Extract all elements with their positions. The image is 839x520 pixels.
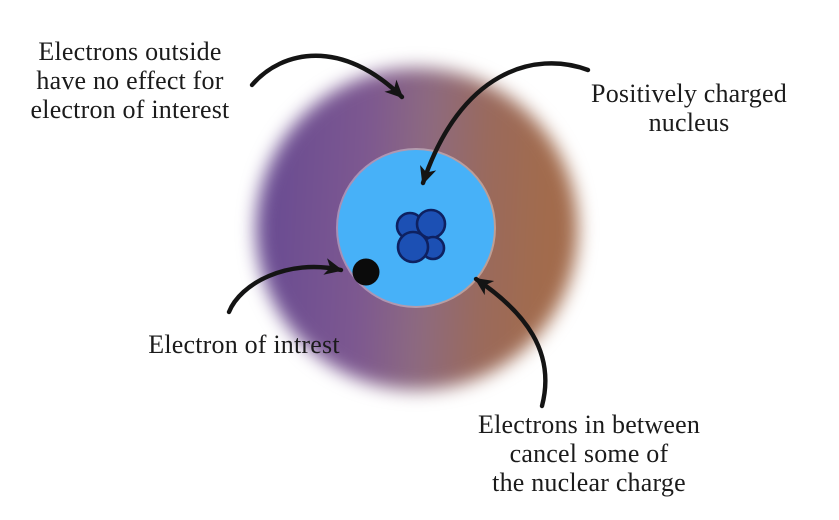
nucleus [395,208,447,264]
electron-of-interest-dot [352,258,380,286]
label-line: electron of interest [30,95,230,124]
label-outer-electrons: Electrons outside have no effect for ele… [10,37,250,124]
arrow-electron-icon [226,258,344,315]
label-line: Positively charged [591,79,787,108]
label-line: cancel some of [509,439,669,468]
arrow-outer-shell-icon [249,53,405,100]
label-line: Electron of intrest [148,330,340,359]
arrow-nucleus-icon [420,61,591,186]
label-line: have no effect for [36,66,224,95]
label-electron-of-interest: Electron of intrest [124,330,364,359]
label-line: the nuclear charge [492,468,686,497]
label-line: Electrons in between [477,410,701,439]
label-line: Electrons outside [38,37,222,66]
arrow-inner-electrons-icon [473,276,548,409]
label-inner-electrons: Electrons in between cancel some of the … [459,410,719,497]
label-nucleus: Positively charged nucleus [569,79,809,137]
label-line: nucleus [648,108,730,137]
nucleon-particle [396,230,430,264]
